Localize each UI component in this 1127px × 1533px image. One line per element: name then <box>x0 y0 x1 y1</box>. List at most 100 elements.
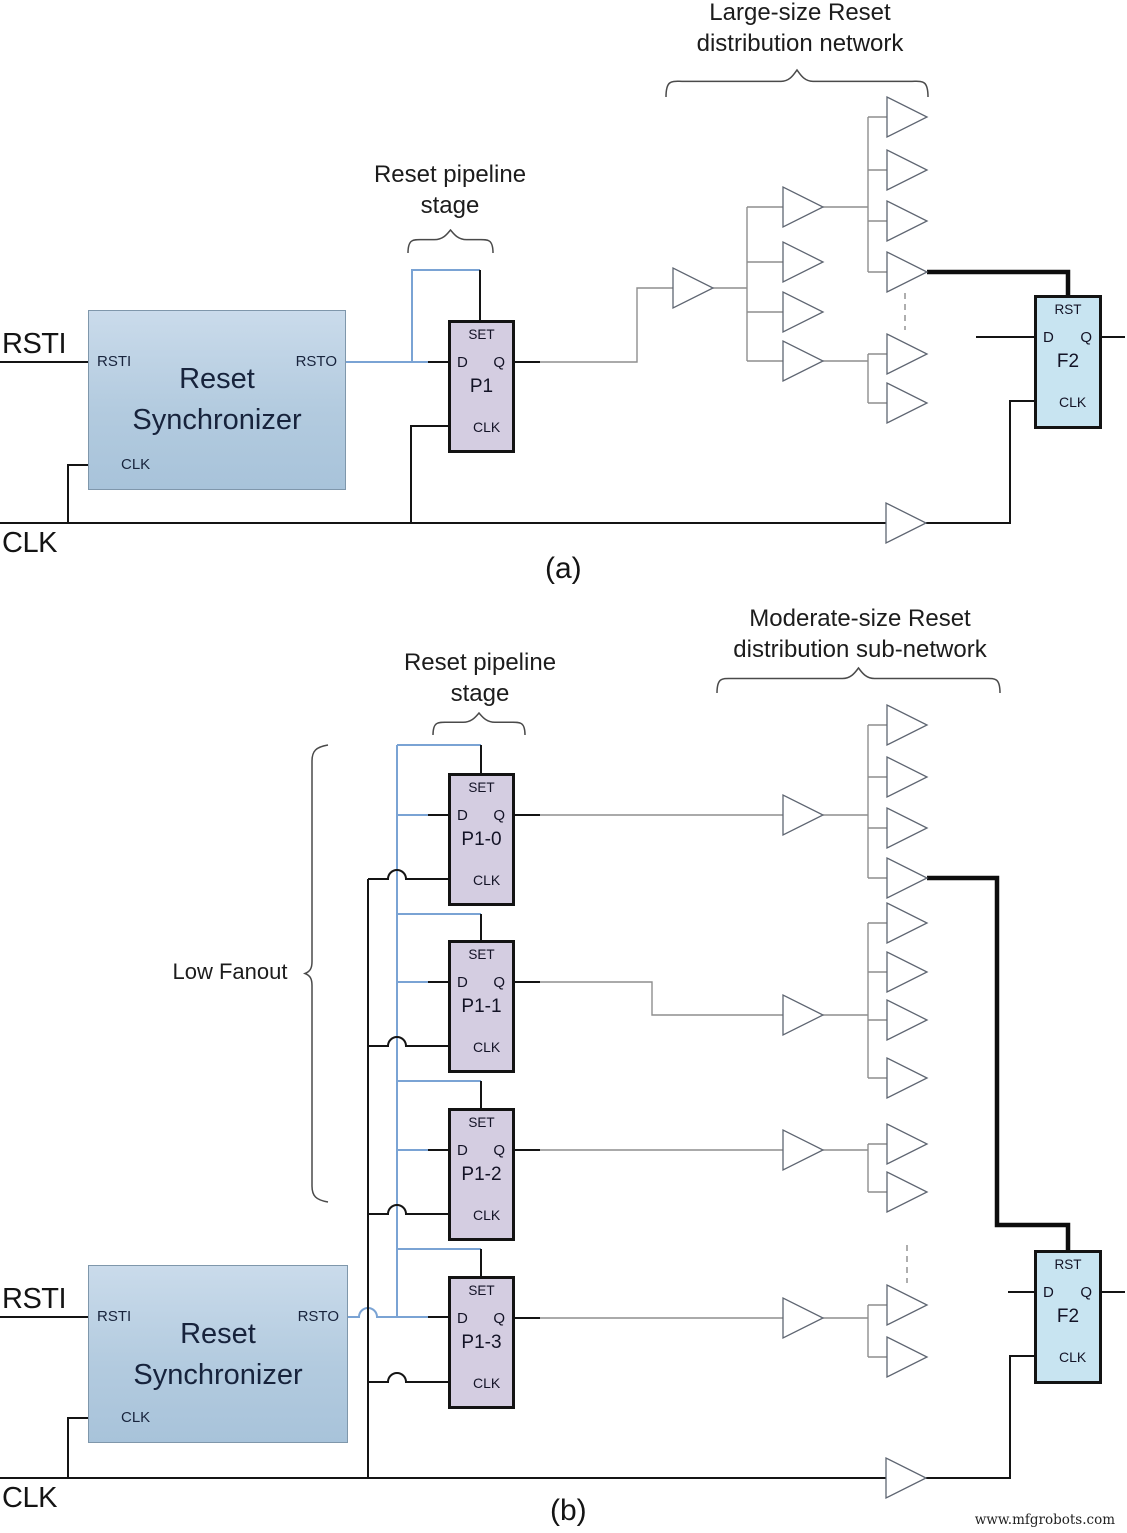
buffer-icon <box>886 1283 929 1327</box>
f2-a-rst-label: RST <box>1054 302 1082 317</box>
clock-or-stub-wire <box>368 869 448 880</box>
signal-wire <box>540 981 783 1016</box>
f2-a-clk-label: CLK <box>1059 394 1087 410</box>
brace-low-fanout <box>302 744 329 1203</box>
thick-reset-wire <box>927 875 1071 1252</box>
pipeline-title-a-line1: Reset pipeline <box>373 161 527 188</box>
f2-b-q-label: Q <box>1080 1284 1092 1301</box>
p1-1-name: P1-1 <box>461 996 502 1017</box>
caption-a: (a) <box>545 552 582 585</box>
p1-2-clk-label: CLK <box>473 1207 501 1223</box>
buffer-icon <box>886 1335 929 1379</box>
reset-wire <box>348 1307 430 1318</box>
p1-3-set-label: SET <box>468 1283 495 1298</box>
f2-b-clk-label: CLK <box>1059 1349 1087 1365</box>
buffer-icon <box>782 240 825 284</box>
p1-0-d-label: D <box>457 807 468 824</box>
buffer-icon <box>886 1056 929 1100</box>
network-title-a-line2: distribution network <box>696 30 904 57</box>
p1-q-label: Q <box>493 354 505 371</box>
buffer-icon <box>886 332 929 376</box>
f2-b-name: F2 <box>1056 1306 1080 1327</box>
flipflop-p1-2: SET D Q P1-2 CLK <box>448 1108 515 1241</box>
f2-b-d-label: D <box>1043 1284 1054 1301</box>
rail-label-clk-a: CLK <box>2 527 57 559</box>
reset-synchronizer-a: RSTI RSTO Reset Synchronizer CLK <box>88 310 346 490</box>
reset-synchronizer-b: RSTI RSTO Reset Synchronizer CLK <box>88 1265 348 1443</box>
flipflop-p1: SET D Q P1 CLK <box>448 320 515 453</box>
signal-wire <box>540 287 673 363</box>
p1-1-d-label: D <box>457 974 468 991</box>
p1-0-set-label: SET <box>468 780 495 795</box>
flipflop-p1-0: SET D Q P1-0 CLK <box>448 773 515 906</box>
sync-a-title-line2: Synchronizer <box>132 404 302 436</box>
sync-b-port-rsti: RSTI <box>97 1308 132 1325</box>
clock-or-stub-wire <box>368 1036 448 1047</box>
thick-reset-wire <box>927 269 1071 297</box>
flipflop-p1-1: SET D Q P1-1 CLK <box>448 940 515 1073</box>
network-title-a: Large-size Reset distribution network <box>655 0 945 59</box>
buffer-icon <box>885 1456 928 1500</box>
buffer-icon <box>885 501 928 545</box>
sync-a-port-rsti: RSTI <box>97 353 132 370</box>
p1-1-set-label: SET <box>468 947 495 962</box>
p1-0-name: P1-0 <box>461 829 502 850</box>
sync-b-title-line1: Reset <box>180 1318 256 1350</box>
sync-b-port-clk: CLK <box>121 1409 151 1426</box>
low-fanout-label: Low Fanout <box>172 959 288 984</box>
p1-1-clk-label: CLK <box>473 1039 501 1055</box>
p1-3-d-label: D <box>457 1310 468 1327</box>
watermark: www.mfgrobots.com <box>974 1512 1115 1528</box>
rail-label-clk-b: CLK <box>2 1482 57 1514</box>
p1-name: P1 <box>469 376 494 397</box>
buffer-icon <box>886 856 929 900</box>
f2-a-d-label: D <box>1043 329 1054 346</box>
sync-a-port-rsto: RSTO <box>295 353 337 370</box>
flipflop-f2-b: RST D Q F2 CLK <box>1034 1250 1102 1384</box>
p1-set-label: SET <box>468 327 495 342</box>
clock-or-stub-wire <box>67 1417 88 1478</box>
buffer-icon <box>782 339 825 383</box>
p1-2-q-label: Q <box>493 1142 505 1159</box>
buffer-icon <box>886 1170 929 1214</box>
clock-or-stub-wire <box>926 1355 1034 1479</box>
brace-pipeline-stage-a <box>407 228 494 254</box>
buffer-icon <box>886 998 929 1042</box>
f2-b-rst-label: RST <box>1054 1257 1082 1272</box>
buffer-icon <box>782 1128 825 1172</box>
brace-pipeline-stage-b <box>432 711 526 736</box>
pipeline-title-b-line1: Reset pipeline <box>403 649 557 676</box>
sync-b-port-rsto: RSTO <box>297 1308 339 1325</box>
clock-or-stub-wire <box>926 400 1034 524</box>
p1-clk-label: CLK <box>473 419 501 435</box>
sync-b-title-line2: Synchronizer <box>133 1359 303 1391</box>
brace-moderate-network <box>716 666 1001 694</box>
p1-2-set-label: SET <box>468 1115 495 1130</box>
p1-2-d-label: D <box>457 1142 468 1159</box>
clock-or-stub-wire <box>368 1372 448 1383</box>
buffer-icon <box>886 199 929 243</box>
pipeline-title-b-line2: stage <box>450 680 510 707</box>
buffer-icon <box>886 1122 929 1166</box>
brace-large-network <box>665 68 929 98</box>
clock-or-stub-wire <box>410 425 448 523</box>
rail-label-rsti-a: RSTI <box>2 328 67 360</box>
pipeline-title-a-line2: stage <box>420 192 480 219</box>
network-title-b: Moderate-size Reset distribution sub-net… <box>700 603 1020 665</box>
buffer-icon <box>886 148 929 192</box>
p1-1-q-label: Q <box>493 974 505 991</box>
network-title-b-line1: Moderate-size Reset <box>749 605 971 632</box>
buffer-icon <box>886 806 929 850</box>
f2-a-q-label: Q <box>1080 329 1092 346</box>
flipflop-f2-a: RST D Q F2 CLK <box>1034 295 1102 429</box>
reset-wire <box>411 269 480 362</box>
f2-a-name: F2 <box>1056 351 1080 372</box>
caption-b: (b) <box>550 1494 587 1527</box>
rail-label-rsti-b: RSTI <box>2 1283 67 1315</box>
buffer-icon <box>886 901 929 945</box>
network-title-a-line1: Large-size Reset <box>709 0 891 26</box>
pipeline-title-a: Reset pipeline stage <box>350 159 550 221</box>
p1-3-clk-label: CLK <box>473 1375 501 1391</box>
p1-0-q-label: Q <box>493 807 505 824</box>
p1-d-label: D <box>457 354 468 371</box>
